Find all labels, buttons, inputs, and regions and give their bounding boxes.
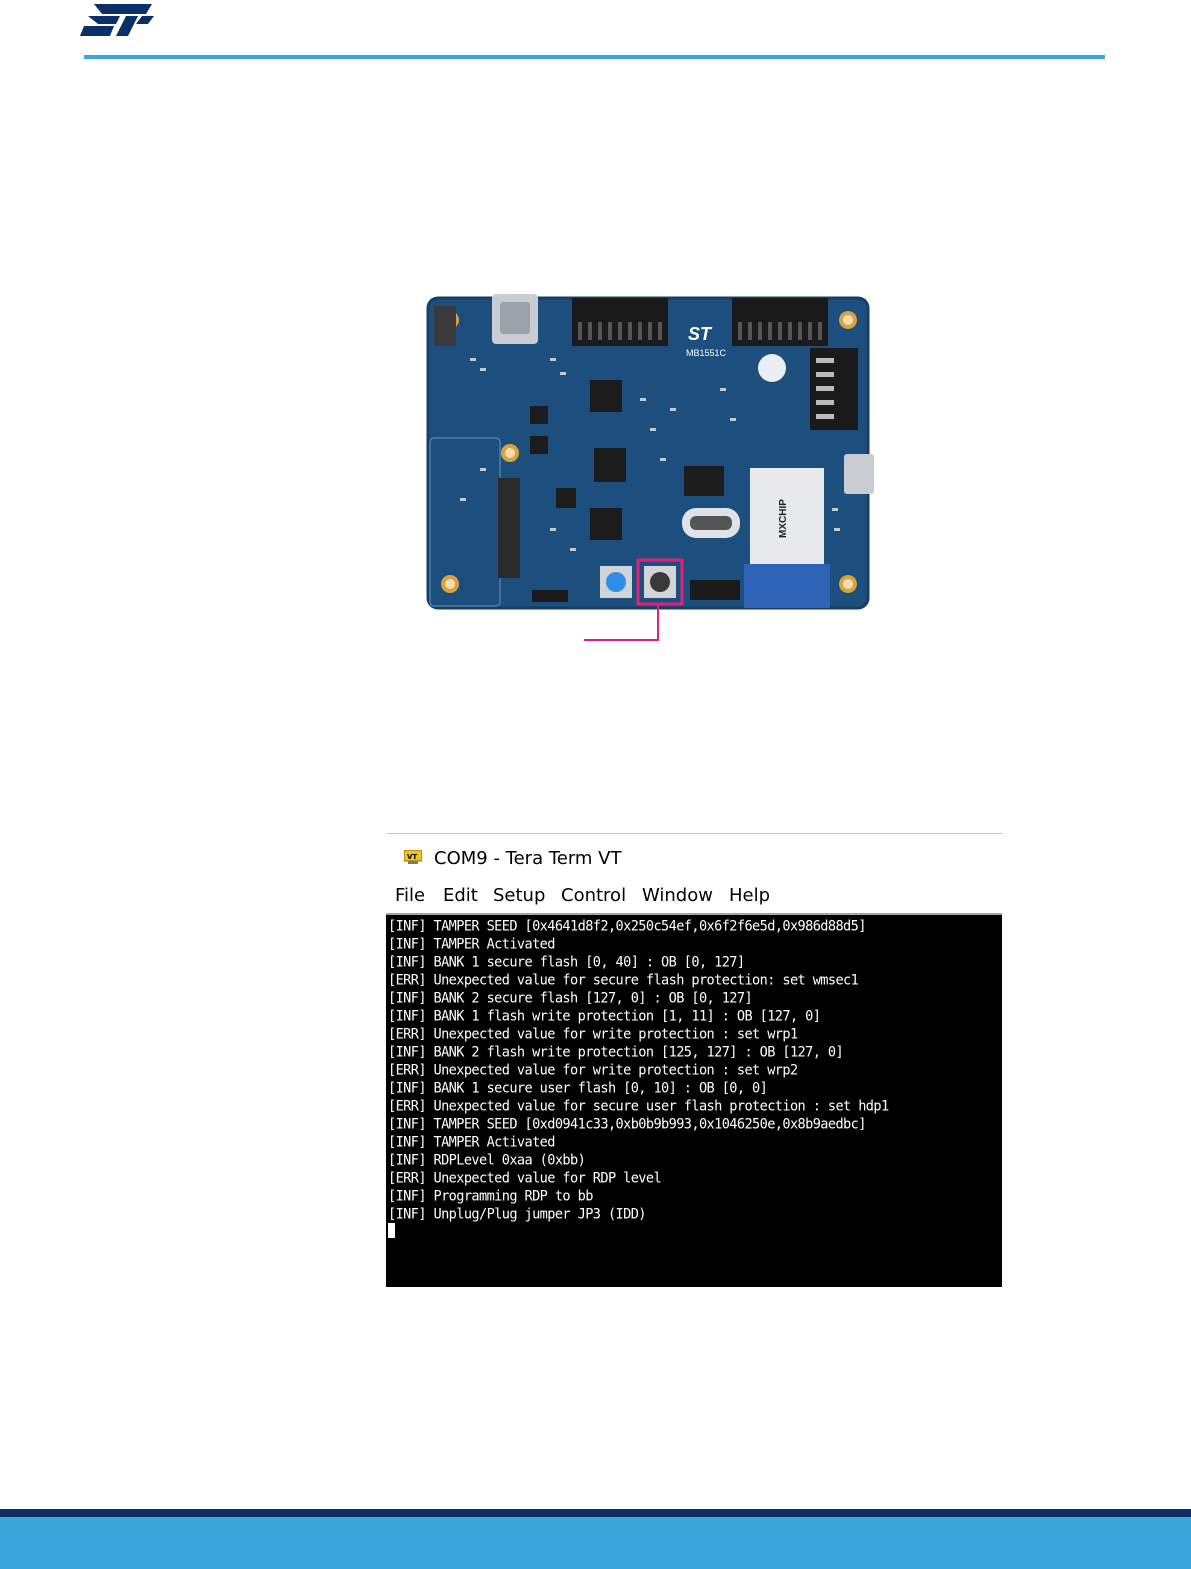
terminal-lines: [INF] TAMPER SEED [0x4641d8f2,0x250c54ef… bbox=[388, 917, 889, 1223]
terminal-line: [ERR] Unexpected value for RDP level bbox=[388, 1170, 662, 1187]
menu-bar: File Edit Setup Control Window Help bbox=[386, 879, 1002, 913]
menu-window[interactable]: Window bbox=[642, 885, 713, 906]
terminal-line: [INF] TAMPER Activated bbox=[388, 1134, 555, 1151]
terminal-line: [INF] BANK 1 secure flash [0, 40] : OB [… bbox=[388, 954, 745, 971]
menu-control[interactable]: Control bbox=[561, 885, 627, 906]
window-title: COM9 - Tera Term VT bbox=[434, 848, 622, 869]
svg-text:VT: VT bbox=[407, 853, 417, 861]
menu-help[interactable]: Help bbox=[729, 885, 771, 906]
terminal-line: [INF] TAMPER Activated bbox=[388, 936, 555, 953]
terminal-line: [ERR] Unexpected value for secure flash … bbox=[388, 972, 859, 989]
terminal-line: [ERR] Unexpected value for write protect… bbox=[388, 1026, 798, 1043]
terminal-line: [ERR] Unexpected value for write protect… bbox=[388, 1062, 798, 1079]
terminal-line: [INF] BANK 2 flash write protection [125… bbox=[388, 1044, 844, 1061]
terminal-output[interactable]: [INF] TAMPER SEED [0x4641d8f2,0x250c54ef… bbox=[386, 913, 1002, 1287]
terminal-line: [INF] BANK 1 flash write protection [1, … bbox=[388, 1008, 821, 1025]
terminal-line: [INF] BANK 2 secure flash [127, 0] : OB … bbox=[388, 990, 753, 1007]
module-label: MXCHIP bbox=[778, 499, 789, 538]
terminal-line: [INF] RDPLevel 0xaa (0xbb) bbox=[388, 1152, 586, 1169]
footer-bar bbox=[0, 1517, 1191, 1569]
svg-text:ST: ST bbox=[688, 324, 713, 344]
footer-line bbox=[0, 1509, 1191, 1517]
terminal-line: [INF] Unplug/Plug jumper JP3 (IDD) bbox=[388, 1206, 646, 1223]
terminal-line: [INF] TAMPER SEED [0xd0941c33,0xb0b9b993… bbox=[388, 1116, 866, 1133]
tera-term-vt-icon: VT bbox=[403, 849, 423, 864]
window-title-bar: VT COM9 - Tera Term VT bbox=[386, 833, 1002, 880]
menu-setup[interactable]: Setup bbox=[493, 885, 546, 906]
header-rule bbox=[84, 55, 1105, 59]
terminal-line: [INF] BANK 1 secure user flash [0, 10] :… bbox=[388, 1080, 768, 1097]
menu-file[interactable]: File bbox=[395, 885, 426, 906]
discovery-kit-board-image: ST MB1551C MXCHIP bbox=[420, 288, 880, 648]
terminal-cursor bbox=[388, 1223, 395, 1238]
tera-term-window: VT COM9 - Tera Term VT File Edit Setup C… bbox=[386, 833, 1002, 1287]
terminal-line: [ERR] Unexpected value for secure user f… bbox=[388, 1098, 889, 1115]
board-label: MB1551C bbox=[686, 348, 727, 358]
terminal-line: [INF] Programming RDP to bb bbox=[388, 1188, 593, 1205]
terminal-line: [INF] TAMPER SEED [0x4641d8f2,0x250c54ef… bbox=[388, 918, 866, 935]
st-logo-icon bbox=[80, 0, 160, 42]
menu-edit[interactable]: Edit bbox=[443, 885, 478, 906]
